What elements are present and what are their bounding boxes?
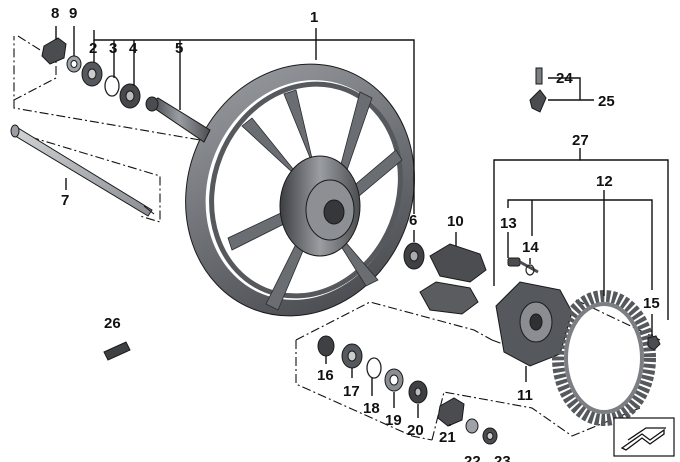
callout-5: 5	[175, 40, 183, 57]
callout-labels: 1 2 3 4 5 6 7 8 9 10 11 12 13 14 15 16 1…	[51, 5, 660, 462]
arrow-nav-icon	[613, 417, 675, 457]
parts-upper-left	[41, 37, 211, 143]
callout-21: 21	[439, 429, 456, 446]
callout-6: 6	[409, 212, 417, 229]
callout-22: 22	[464, 453, 481, 462]
callout-23: 23	[494, 453, 511, 462]
callout-4: 4	[129, 40, 138, 57]
damper-blocks	[419, 243, 487, 315]
callout-18: 18	[363, 400, 380, 417]
callout-9: 9	[69, 5, 77, 22]
callout-1: 1	[310, 9, 318, 26]
callout-2: 2	[89, 40, 97, 57]
valve	[529, 67, 547, 113]
callout-7: 7	[61, 192, 69, 209]
callout-8: 8	[51, 5, 59, 22]
callout-12: 12	[596, 173, 613, 190]
axle	[10, 124, 155, 217]
callout-10: 10	[447, 213, 464, 230]
callout-20: 20	[407, 422, 424, 439]
callout-25: 25	[598, 93, 615, 110]
callout-24: 24	[556, 70, 573, 87]
rear-wheel	[185, 63, 415, 317]
callout-15: 15	[643, 295, 660, 312]
callout-27: 27	[572, 132, 589, 149]
balance-weight	[103, 341, 131, 361]
callout-11: 11	[517, 387, 533, 404]
sprocket-bolts	[507, 257, 661, 351]
callout-3: 3	[109, 40, 117, 57]
callout-26: 26	[104, 315, 121, 332]
parts-lower	[317, 335, 498, 445]
callout-19: 19	[385, 412, 402, 429]
leader-lines	[55, 26, 669, 426]
assembly-outline-lower	[295, 299, 661, 441]
callout-13: 13	[500, 215, 517, 232]
callout-14: 14	[522, 239, 539, 256]
callout-17: 17	[343, 383, 360, 400]
callout-16: 16	[317, 367, 334, 384]
spacer	[403, 242, 425, 270]
sprocket	[552, 290, 656, 426]
